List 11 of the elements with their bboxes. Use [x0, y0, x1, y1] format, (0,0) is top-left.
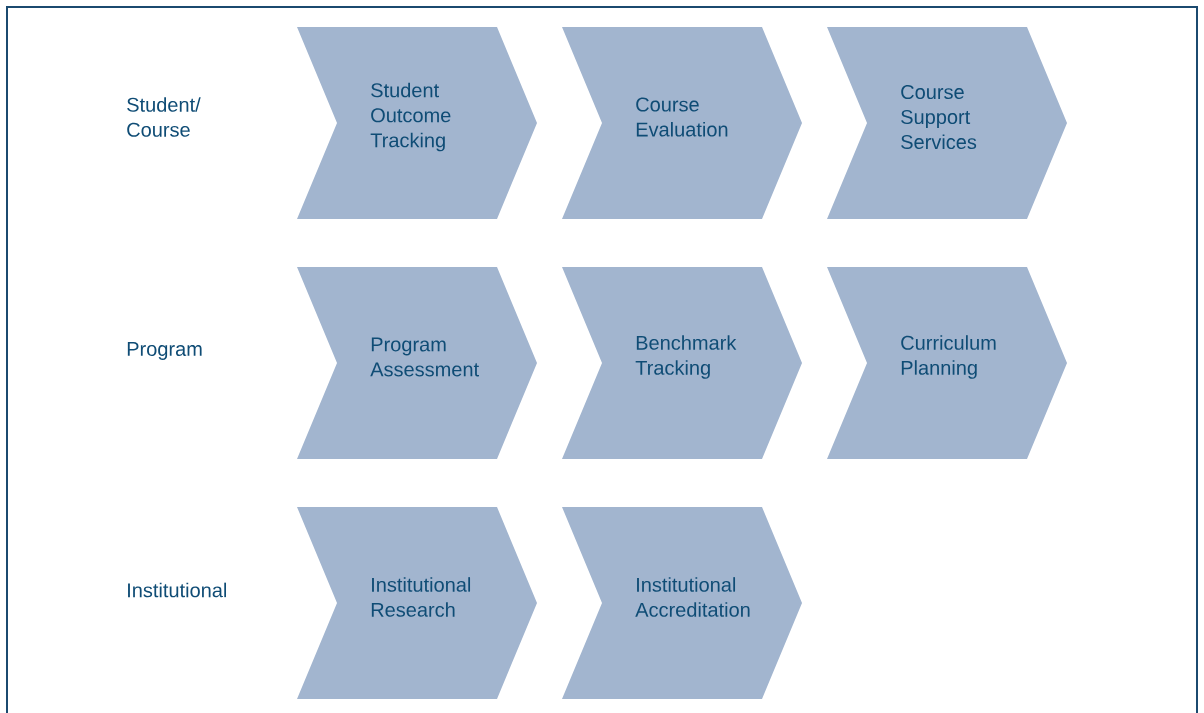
- row-label: Institutional: [128, 582, 227, 598]
- process-step: Program Assessment: [297, 267, 537, 459]
- process-step: Course Evaluation: [562, 27, 802, 219]
- row-label: Student/ Course: [127, 97, 201, 137]
- process-step: Course Support Services: [827, 27, 1067, 219]
- process-step: Benchmark Tracking: [562, 267, 802, 459]
- process-step: Curriculum Planning: [827, 267, 1067, 459]
- row-label: Program: [127, 342, 202, 360]
- process-step: Student Outcome Tracking: [297, 27, 537, 219]
- process-step: Institutional Research: [297, 507, 537, 699]
- process-step: Institutional Accreditation: [562, 507, 802, 699]
